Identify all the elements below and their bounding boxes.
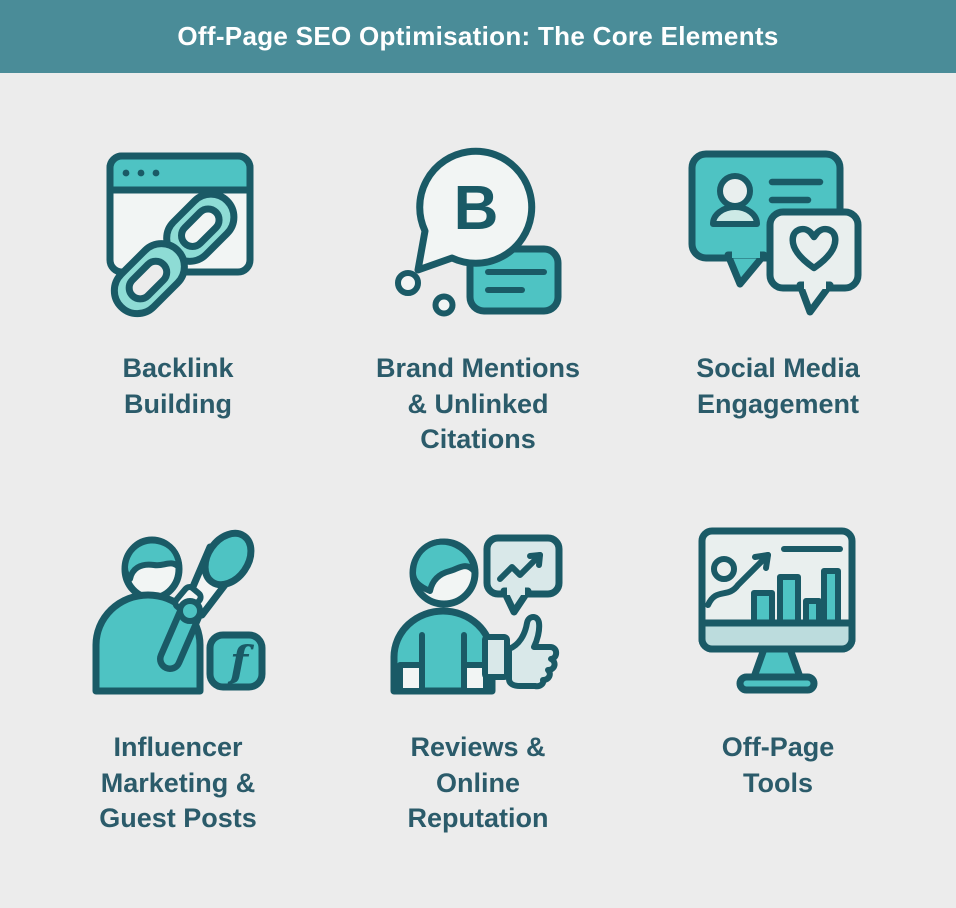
brand-speech-bubble-icon: B bbox=[385, 143, 571, 331]
card-label: Social Media Engagement bbox=[696, 353, 860, 419]
page-title: Off-Page SEO Optimisation: The Core Elem… bbox=[177, 21, 779, 51]
person-thumbs-up-icon bbox=[385, 522, 571, 710]
card-brand-mentions: B Brand Mentions & Unlinked Citations bbox=[328, 143, 628, 458]
card-label: Brand Mentions & Unlinked Citations bbox=[375, 353, 580, 455]
card-influencer-marketing: f Influencer Marketing & Guest Posts bbox=[28, 522, 328, 837]
card-label: Influencer Marketing & Guest Posts bbox=[99, 731, 257, 834]
browser-chain-link-icon bbox=[85, 143, 271, 331]
title-bar: Off-Page SEO Optimisation: The Core Elem… bbox=[0, 0, 956, 73]
cards-grid: Backlink Building B bbox=[0, 73, 956, 837]
card-social-media-engagement: Social Media Engagement bbox=[628, 143, 928, 458]
card-label: Backlink Building bbox=[122, 353, 234, 419]
card-off-page-tools: Off-Page Tools bbox=[628, 522, 928, 837]
chat-bubbles-heart-icon bbox=[685, 143, 871, 331]
analytics-monitor-icon bbox=[685, 522, 871, 710]
card-backlink-building: Backlink Building bbox=[28, 143, 328, 458]
card-label: Reviews & Online Reputation bbox=[407, 731, 549, 834]
megaphone-person-facebook-icon: f bbox=[85, 522, 271, 710]
card-reviews-reputation: Reviews & Online Reputation bbox=[328, 522, 628, 837]
svg-text:B: B bbox=[454, 174, 499, 243]
card-label: Off-Page Tools bbox=[721, 731, 835, 798]
